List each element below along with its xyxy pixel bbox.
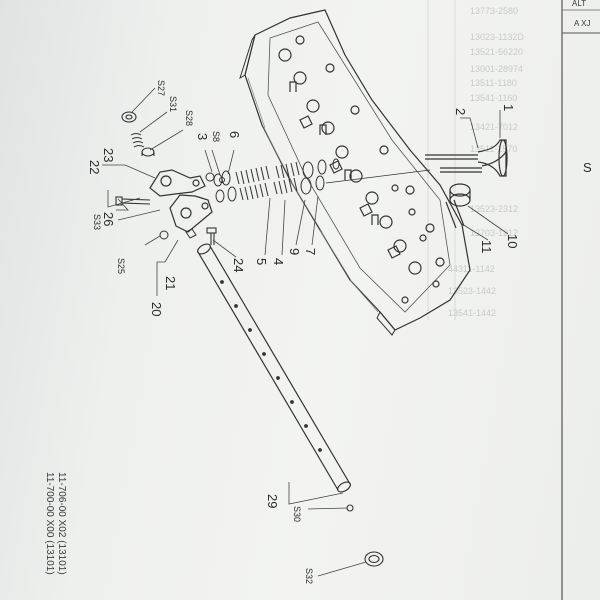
callout-S31: S31 (168, 96, 178, 112)
reference-code-1: 11-700-00 X00 (13101) (44, 472, 55, 575)
header-top-text: ALT (572, 0, 586, 8)
small-coil-spring (130, 133, 145, 148)
callout-S25: S25 (116, 258, 126, 274)
callout-7: 7 (303, 248, 318, 255)
faint-pn-12: 13523-1442 (448, 286, 496, 296)
callout-10: 10 (505, 234, 520, 248)
callout-9: 9 (287, 248, 302, 255)
callout-29: 29 (265, 494, 280, 508)
retainer-cap (141, 147, 155, 157)
callout-23: 23 (101, 148, 116, 162)
faint-pn-11: 44311-1142 (448, 264, 495, 274)
faint-pn-4: 13001-28974 (470, 64, 523, 74)
shaft-bolt (206, 227, 217, 245)
callout-22: 22 (87, 160, 102, 174)
faint-pn-1: 13773-2580 (470, 6, 518, 16)
rocker-bracket-bolt (115, 196, 151, 206)
intake-valve (440, 151, 507, 173)
callout-21: 21 (163, 276, 178, 290)
callout-S27: S27 (156, 80, 166, 96)
valve-spring-stack-upper (213, 158, 340, 187)
spring-seat-washer (121, 111, 137, 123)
callout-4: 4 (271, 258, 286, 265)
callout-S33: S33 (92, 214, 102, 230)
rocker-screw-and-nut (159, 172, 225, 240)
faint-pn-3: 13521-56220 (470, 47, 523, 57)
reference-code-2: 11-706-00 X02 (13101) (56, 472, 67, 575)
callout-6: 6 (227, 131, 242, 138)
faint-pn-5: 13511-1180 (470, 78, 517, 88)
callout-S28: S28 (184, 110, 194, 126)
faint-pn-7: 13421-7012 (470, 122, 518, 132)
rocker-arm-upper (149, 169, 206, 197)
faint-pn-9: 13523-2312 (470, 204, 518, 214)
faint-pn-6: 13541-1160 (470, 93, 517, 103)
cylinder-head (239, 9, 471, 336)
valve-spring-stack-lower (215, 169, 431, 203)
callout-24: 24 (231, 258, 246, 272)
callout-S8: S8 (211, 131, 221, 142)
faint-pn-13: 13541-1442 (448, 308, 496, 318)
faint-pn-8: 13511-1570 (470, 144, 517, 154)
callout-26: 26 (101, 212, 116, 226)
callout-5: 5 (254, 258, 269, 265)
rocker-arm-lower (169, 194, 213, 233)
rocker-shaft (197, 243, 351, 493)
leader-lines (102, 87, 509, 577)
faint-background-table: 13773-2580 13023-1132D 13521-56220 13001… (427, 0, 524, 320)
callout-11: 11 (479, 240, 494, 254)
reference-codes: 11-700-00 X00 (13101) 11-706-00 X02 (131… (44, 472, 67, 575)
header-box: ALT A XJ S (561, 0, 600, 600)
faint-pn-2: 13023-1132D (470, 32, 524, 42)
callout-S30: S30 (292, 506, 302, 522)
callout-S32: S32 (304, 568, 314, 584)
valve-guide (445, 199, 465, 229)
valve-seat-insert (449, 183, 471, 207)
header-left-text: A XJ (574, 19, 590, 28)
callout-2: 2 (453, 108, 468, 115)
circlip (364, 551, 384, 567)
margin-letter: S (583, 160, 592, 175)
callout-1: 1 (501, 104, 516, 111)
faint-pn-10: 12703-1212 (470, 228, 518, 238)
callout-labels: S27 S31 S28 3 S8 6 2 1 22 23 S33 26 S25 … (87, 80, 520, 584)
callout-20: 20 (149, 302, 164, 316)
callout-3: 3 (195, 133, 210, 140)
